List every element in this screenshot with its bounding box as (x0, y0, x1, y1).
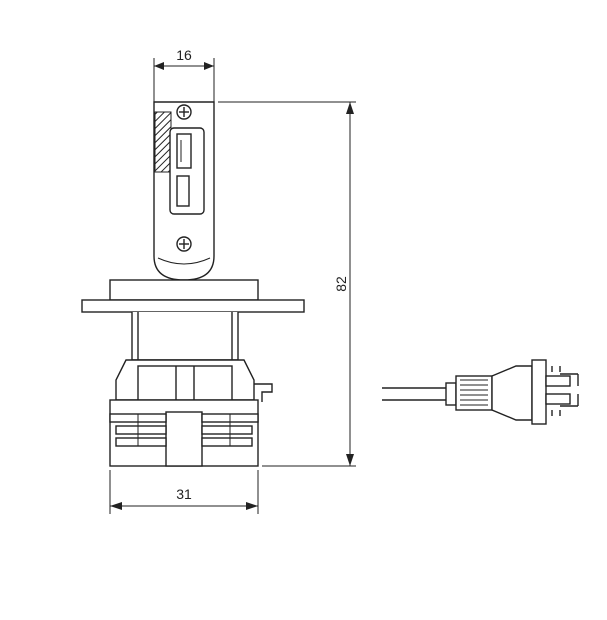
arrow-up-icon (346, 102, 354, 114)
dimension-label-top: 16 (176, 47, 192, 63)
hatched-chip-block (154, 111, 172, 173)
led-chip-lower (176, 175, 190, 207)
plug-front (531, 359, 547, 425)
plug-pin-top (545, 375, 571, 387)
plug-pin-bottom (545, 393, 571, 405)
fin-left-2 (115, 425, 167, 435)
fin-right-2 (201, 425, 253, 435)
arrow-down-icon (346, 454, 354, 466)
fin-left-3 (115, 437, 167, 447)
fin-right-3 (201, 437, 253, 447)
dimension-base-width: 31 (109, 470, 259, 514)
bulb-head (153, 101, 215, 281)
bulb-neck (131, 312, 239, 361)
dimension-top-width: 16 (153, 47, 215, 102)
arrow-right-icon (246, 502, 258, 510)
dimension-label-base: 31 (176, 486, 192, 502)
arrow-right-icon (204, 62, 214, 70)
led-chip-upper (176, 133, 192, 169)
connector-plug (382, 359, 579, 425)
dimension-label-height: 82 (333, 276, 349, 292)
dimension-total-height: 82 (218, 101, 356, 467)
plus-circle-icon (176, 236, 192, 252)
bulb-flange (81, 279, 305, 313)
plus-circle-icon (176, 104, 192, 120)
arrow-left-icon (110, 502, 122, 510)
bulb-base (109, 359, 273, 467)
arrow-left-icon (154, 62, 164, 70)
